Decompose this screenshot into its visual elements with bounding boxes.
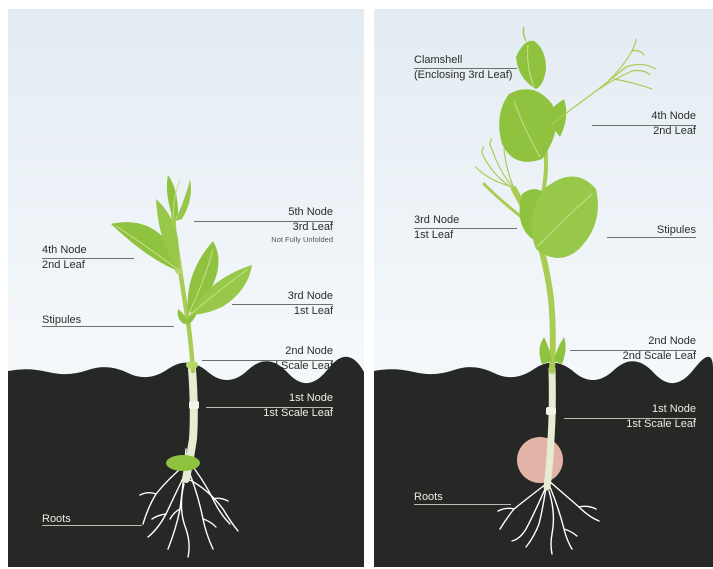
label-third-node: 3rd Node 1st Leaf xyxy=(288,289,333,319)
seedling-illustration-left xyxy=(8,9,364,567)
label-line: 3rd Node xyxy=(414,213,459,228)
diagram-panel-right: Clamshell (Enclosing 3rd Leaf) 4th Node … xyxy=(374,9,713,567)
label-first-node: 1st Node 1st Scale Leaf xyxy=(626,402,696,432)
label-line: 1st Scale Leaf xyxy=(263,406,333,421)
leader-line xyxy=(42,326,174,327)
diagram-panel-left: 5th Node 3rd Leaf Not Fully Unfolded 4th… xyxy=(8,9,364,567)
label-line: 5th Node xyxy=(271,205,333,220)
label-line: 2nd Node xyxy=(623,334,696,349)
label-fifth-node: 5th Node 3rd Leaf Not Fully Unfolded xyxy=(271,205,333,245)
label-line: 2nd Node xyxy=(260,344,333,359)
label-line: 2nd Leaf xyxy=(42,258,87,273)
label-first-node: 1st Node 1st Scale Leaf xyxy=(263,391,333,421)
label-note: Not Fully Unfolded xyxy=(271,235,333,245)
label-line: 4th Node xyxy=(42,243,87,258)
label-line: 4th Node xyxy=(651,109,696,124)
label-line: 2nd Leaf xyxy=(651,124,696,139)
label-line: Clamshell xyxy=(414,53,512,68)
leader-line xyxy=(414,504,511,505)
seed xyxy=(517,437,563,483)
label-roots: Roots xyxy=(414,490,443,505)
label-second-node: 2nd Node 2nd Scale Leaf xyxy=(623,334,696,364)
leader-line xyxy=(414,68,517,69)
label-fourth-node: 4th Node 2nd Leaf xyxy=(651,109,696,139)
seedling-illustration-right xyxy=(374,9,713,567)
label-second-node: 2nd Node 2nd Scale Leaf xyxy=(260,344,333,374)
label-line: 1st Leaf xyxy=(288,304,333,319)
leader-line xyxy=(42,525,142,526)
label-stipules: Stipules xyxy=(657,223,696,238)
label-line: 1st Scale Leaf xyxy=(626,417,696,432)
seed xyxy=(166,455,200,471)
first-node-marker xyxy=(189,401,199,409)
label-line: 1st Node xyxy=(626,402,696,417)
second-node-marker xyxy=(186,361,198,369)
first-node-marker xyxy=(546,407,556,415)
leader-line xyxy=(414,228,517,229)
label-line: (Enclosing 3rd Leaf) xyxy=(414,68,512,83)
label-line: 3rd Node xyxy=(288,289,333,304)
label-line: 1st Leaf xyxy=(414,228,459,243)
leader-line xyxy=(42,258,134,259)
leader-line xyxy=(607,237,696,238)
label-line: 2nd Scale Leaf xyxy=(260,359,333,374)
label-line: 3rd Leaf xyxy=(271,220,333,235)
label-line: 2nd Scale Leaf xyxy=(623,349,696,364)
label-line: 1st Node xyxy=(263,391,333,406)
